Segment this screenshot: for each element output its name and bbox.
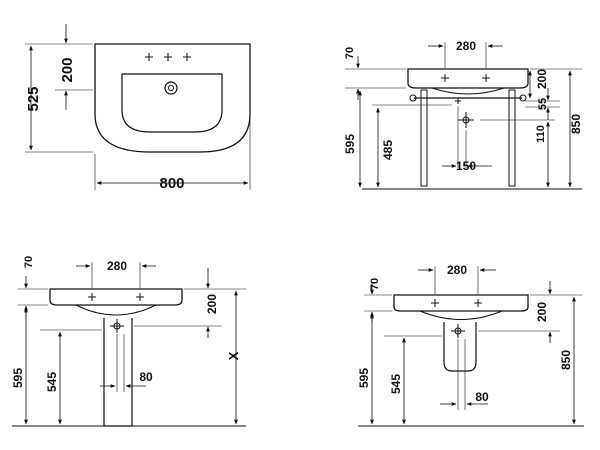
frame-leg-left (420, 89, 428, 187)
dim-label-545: 545 (45, 372, 59, 392)
dim-label-280: 280 (107, 259, 127, 273)
dim-label-595: 595 (343, 134, 357, 154)
dim-label-280: 280 (456, 39, 476, 53)
drain-inner (168, 85, 174, 91)
semi-pedestal (443, 322, 477, 372)
basin-outline (94, 43, 251, 153)
drain-outer (164, 81, 178, 95)
dim-label-70: 70 (23, 256, 35, 268)
frame-side-view: 280 70 595 485 200 55 110 850 150 (343, 39, 583, 190)
dim-label-545: 545 (389, 374, 403, 394)
pedestal-view-left: 280 70 595 545 200 X 80 (11, 256, 246, 427)
basin-side-outline (407, 68, 529, 89)
dim-label-850: 850 (569, 114, 583, 134)
dim-label-80: 80 (475, 390, 489, 404)
bowl-outline (121, 73, 223, 133)
dim-label-485: 485 (381, 140, 395, 160)
pedestal (103, 318, 133, 427)
dim-label-150: 150 (456, 159, 476, 173)
pedestal-view-right: 280 70 595 545 200 850 80 (357, 263, 584, 427)
dim-label-200: 200 (59, 57, 76, 82)
top-view: 525 200 800 (25, 24, 251, 192)
dim-label-200: 200 (535, 302, 549, 322)
basin-side-outline (393, 294, 529, 312)
frame-leg-right (508, 89, 516, 187)
dim-label-595: 595 (357, 368, 371, 388)
dim-label-280: 280 (447, 263, 467, 277)
dim-label-525: 525 (25, 86, 42, 111)
basin-side-outline (49, 288, 183, 306)
dim-label-850: 850 (559, 350, 573, 370)
dim-label-55: 55 (537, 98, 549, 110)
dim-label-110: 110 (535, 125, 547, 143)
dim-label-200: 200 (205, 294, 219, 314)
dim-label-70: 70 (344, 47, 356, 59)
dim-label-x: X (226, 351, 241, 360)
dim-label-800: 800 (159, 175, 184, 192)
tap-hole-marks (145, 53, 191, 61)
dim-label-80: 80 (139, 370, 153, 384)
dim-label-200: 200 (535, 69, 549, 89)
dim-label-595: 595 (11, 368, 25, 388)
dim-label-70: 70 (369, 278, 381, 290)
